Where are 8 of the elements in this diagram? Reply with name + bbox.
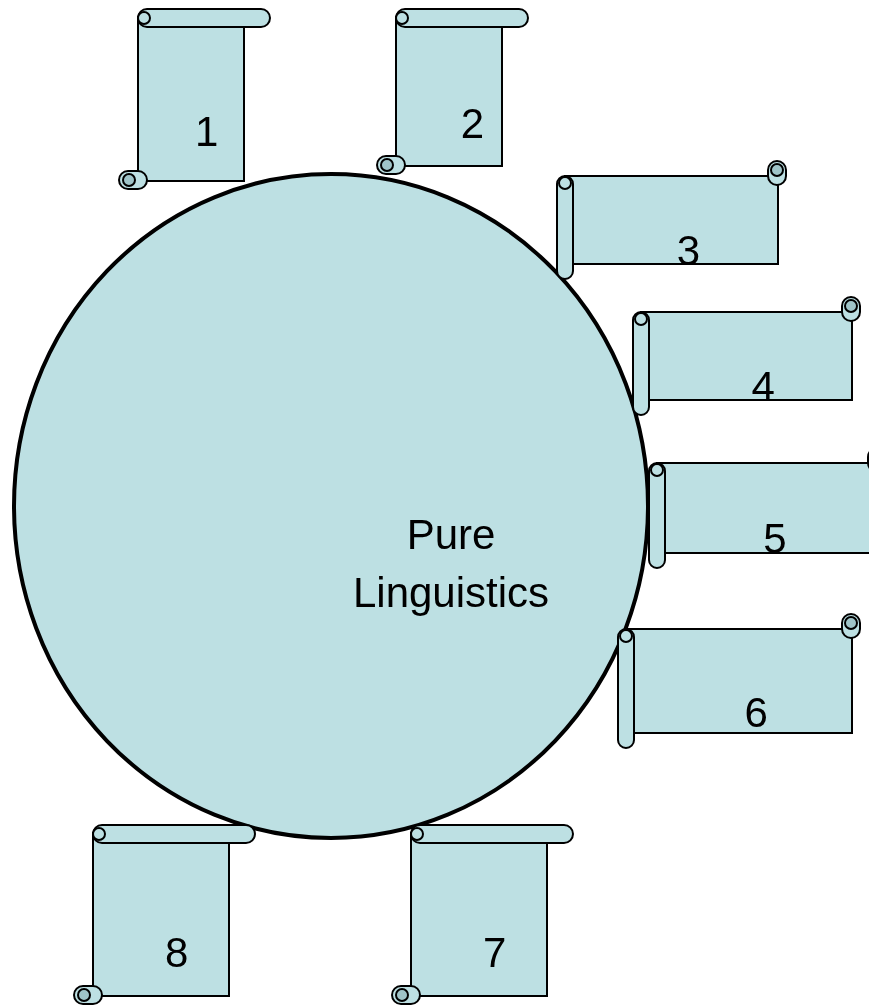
scroll-number: 5 — [763, 514, 787, 565]
scroll-number: 4 — [751, 362, 775, 413]
circle-label: Pure Linguistics — [351, 510, 551, 618]
scroll-number: 6 — [744, 687, 768, 738]
scroll-number: 1 — [195, 107, 219, 158]
scroll-number: 8 — [165, 928, 189, 979]
scroll-number: 2 — [460, 99, 485, 150]
scroll-number: 7 — [483, 928, 507, 979]
